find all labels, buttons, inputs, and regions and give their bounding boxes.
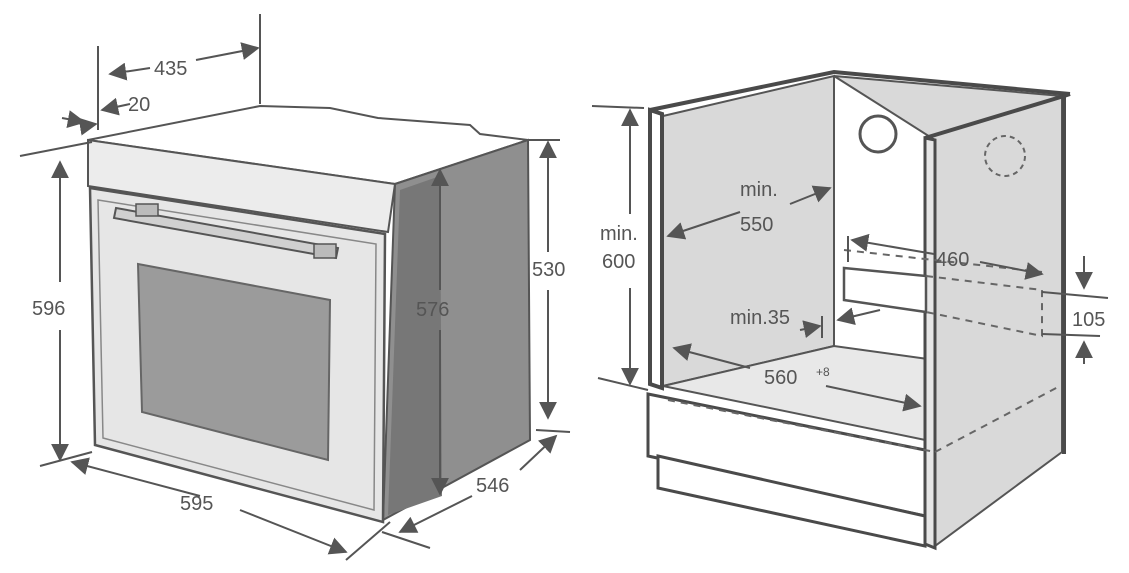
min-depth-value: 550 [740, 214, 773, 236]
oven-handle-mount-left [135, 203, 159, 217]
vent-width-label: 460 [936, 249, 969, 271]
width-label: 595 [180, 493, 213, 515]
cabinet-hidden-cable-hole [984, 135, 1026, 177]
min-gap-label: min.35 [730, 307, 790, 329]
oven-control-panel [87, 138, 397, 234]
cabinet-drawing [646, 69, 1071, 551]
cabinet-top-edge [649, 69, 1071, 112]
cabinet-inner-right-wall [833, 75, 1063, 548]
height-label: 596 [32, 298, 65, 320]
depth-top-label: 435 [154, 58, 187, 80]
body-height-label: 530 [532, 259, 565, 281]
depth-label: 546 [476, 475, 509, 497]
inner-width-tolerance: +8 [816, 365, 830, 379]
cabinet-vent-slot [842, 266, 928, 314]
vent-height-label: 105 [1072, 309, 1105, 331]
cabinet-right-front-panel [923, 136, 937, 551]
cabinet-plinth [656, 454, 927, 548]
oven-side-recess [388, 176, 442, 515]
min-height-value: 600 [602, 251, 635, 273]
oven-dimensions: 435 20 596 576 530 595 546 [19, 14, 571, 561]
cabinet-left-panel [648, 107, 664, 391]
inner-width-label: 560 [764, 367, 797, 389]
oven-window [136, 262, 332, 462]
oven-door-frame [97, 199, 377, 511]
cabinet-cable-hole [858, 114, 898, 154]
front-offset-label: 20 [128, 94, 150, 116]
oven-drawing [87, 104, 532, 524]
min-height-label: min. [600, 223, 638, 245]
inner-height-label: 576 [416, 299, 449, 321]
min-depth-label: min. [740, 179, 778, 201]
cabinet-dimensions: min. 600 min. 550 460 105 min.35 560 +8 [591, 105, 1109, 412]
oven-handle-mount-right [313, 243, 337, 259]
